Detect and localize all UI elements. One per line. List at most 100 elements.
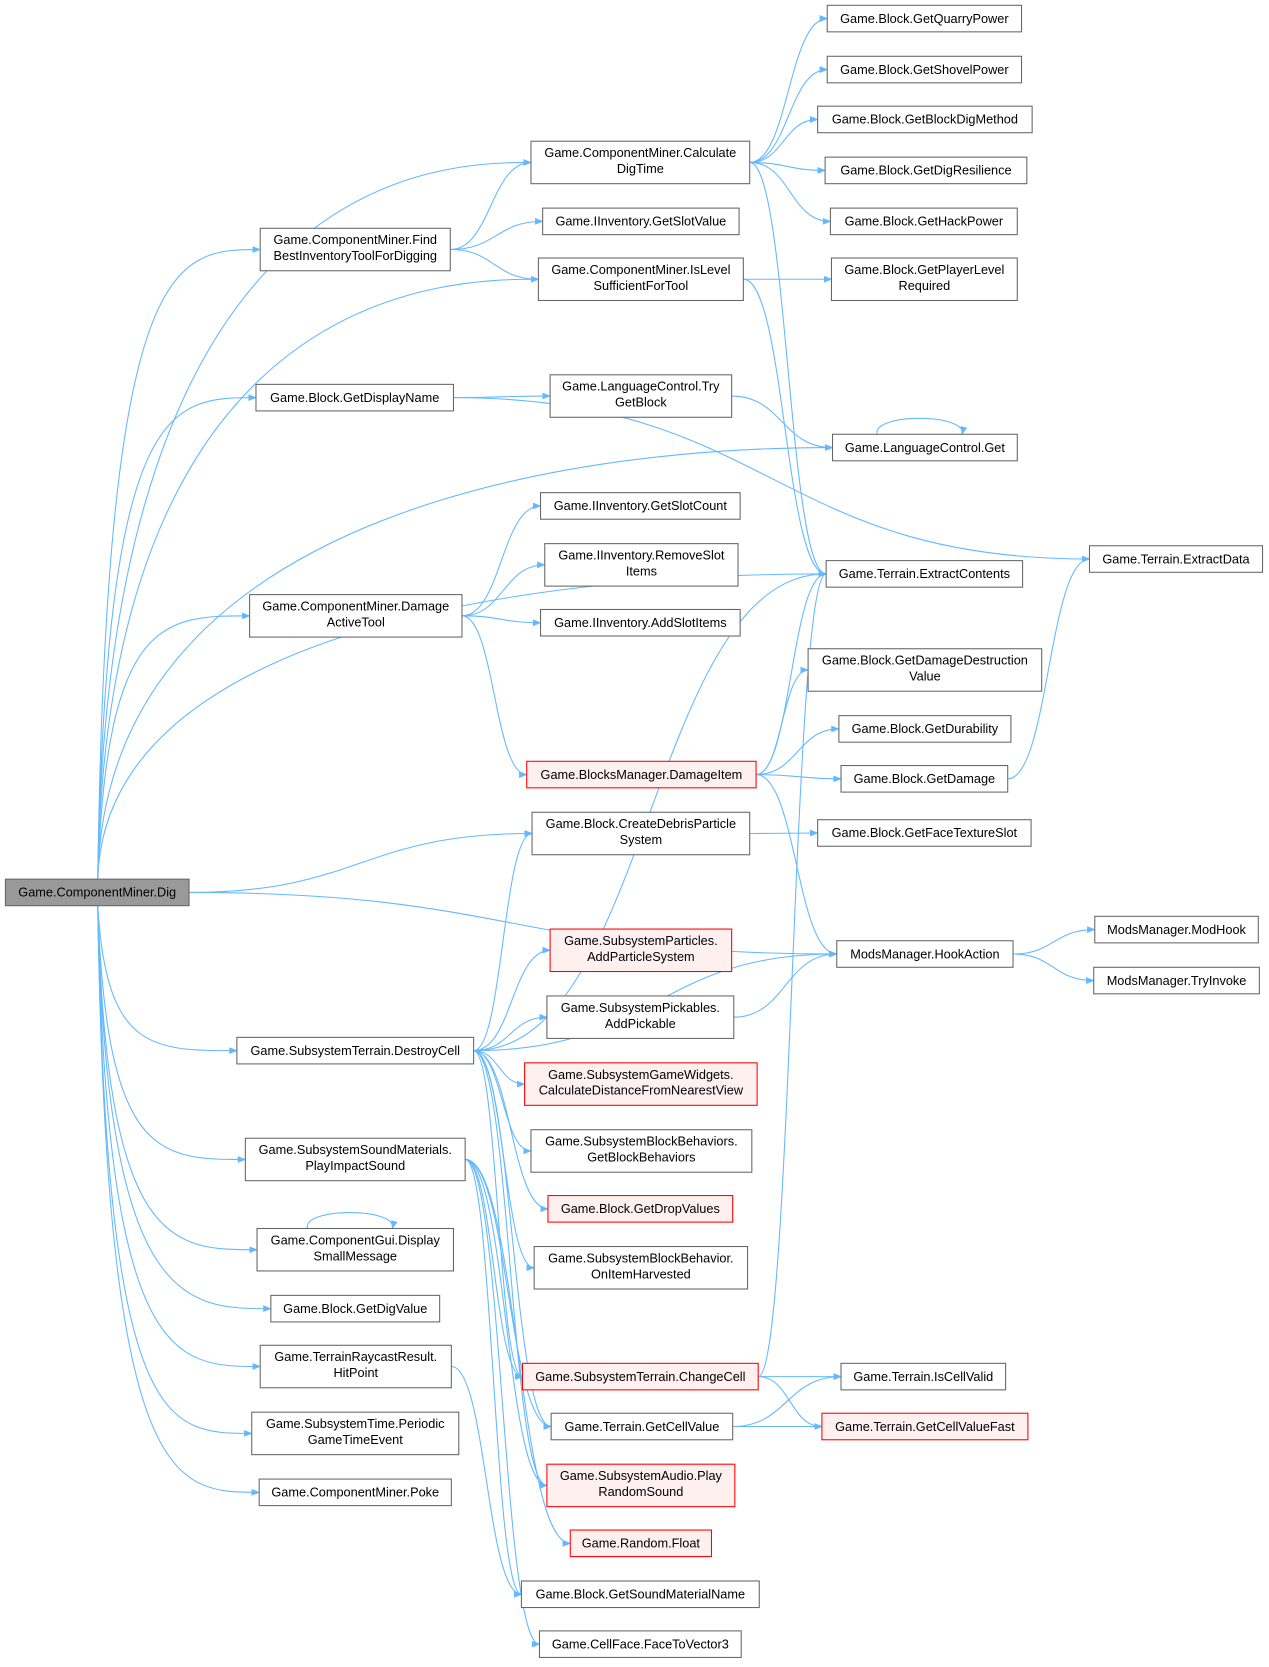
node-box xyxy=(530,140,751,185)
node-box xyxy=(817,819,1032,847)
node-game-terrain-iscellvalid[interactable]: Game.Terrain.IsCellValid xyxy=(840,1362,1007,1391)
edges-layer xyxy=(97,15,1096,1648)
node-game-block-getdisplayname[interactable]: Game.Block.GetDisplayName xyxy=(255,383,454,412)
node-game-subsystemparticles-addparticlesystem[interactable]: Game.SubsystemParticles.AddParticleSyste… xyxy=(549,928,733,973)
node-game-cellface-facetovector3[interactable]: Game.CellFace.FaceToVector3 xyxy=(538,1630,742,1658)
node-box xyxy=(831,433,1018,462)
edge-game-blocksmanager-damageitem-to-game-block-getdamagedestructionvalue xyxy=(755,666,809,776)
node-game-subsystemterrain-changecell[interactable]: Game.SubsystemTerrain.ChangeCell xyxy=(521,1362,759,1391)
node-label: Game.ComponentGui.Display xyxy=(271,1232,441,1247)
node-box xyxy=(826,4,1023,33)
node-modsmanager-hookaction[interactable]: ModsManager.HookAction xyxy=(836,940,1014,968)
node-game-block-getfacetextureslot[interactable]: Game.Block.GetFaceTextureSlot xyxy=(817,819,1032,847)
edge-game-subsystemterrain-destroycell-to-game-subsystemterrain-changecell xyxy=(473,1050,524,1380)
edge-game-componentminer-dig-to-game-componentminer-poke xyxy=(97,905,261,1496)
node-game-componentminer-findbestinventorytoolfordigging[interactable]: Game.ComponentMiner.FindBestInventoryToo… xyxy=(259,227,451,272)
node-label: ActiveTool xyxy=(327,614,385,629)
node-game-subsystemterrain-destroycell[interactable]: Game.SubsystemTerrain.DestroyCell xyxy=(236,1036,475,1065)
node-game-iinventory-getslotvalue[interactable]: Game.IInventory.GetSlotValue xyxy=(542,207,740,236)
node-box xyxy=(531,811,751,856)
node-label: Required xyxy=(899,278,951,293)
node-game-componentminer-poke[interactable]: Game.ComponentMiner.Poke xyxy=(258,1478,452,1507)
edge-game-subsystemterrain-changecell-to-game-terrain-getcellvaluefast xyxy=(758,1376,823,1430)
node-box xyxy=(244,1137,466,1182)
node-label: Game.SubsystemParticles. xyxy=(564,933,718,948)
node-game-subsystemgamewidgets-calculatedistancefromnearestview[interactable]: Game.SubsystemGameWidgets.CalculateDista… xyxy=(524,1062,758,1106)
node-game-subsystemsoundmaterials-playimpactsound[interactable]: Game.SubsystemSoundMaterials.PlayImpactS… xyxy=(244,1137,466,1182)
node-game-block-getsoundmaterialname[interactable]: Game.Block.GetSoundMaterialName xyxy=(520,1580,760,1609)
node-label: Game.LanguageControl.Try xyxy=(562,379,720,394)
edge-game-languagecontrol-get-to-game-languagecontrol-get xyxy=(876,417,968,436)
node-label: GetBlock xyxy=(615,395,667,410)
node-label: Game.Terrain.GetCellValueFast xyxy=(835,1419,1015,1434)
edge-game-componentminer-damageactivetool-to-game-iinventory-removeslotitems xyxy=(461,561,546,617)
node-game-componentminer-dig[interactable]: Game.ComponentMiner.Dig xyxy=(4,878,190,907)
node-box xyxy=(826,55,1023,84)
node-label: Game.IInventory.GetSlotValue xyxy=(555,214,726,229)
node-game-block-getblockdigmethod[interactable]: Game.Block.GetBlockDigMethod xyxy=(817,105,1033,134)
node-box xyxy=(540,608,741,637)
node-label: Game.ComponentMiner.Calculate xyxy=(544,145,736,160)
node-game-block-getdigvalue[interactable]: Game.Block.GetDigValue xyxy=(270,1294,441,1323)
edge-game-componentminer-dig-to-game-block-getdisplayname xyxy=(97,394,257,880)
node-label: Game.IInventory.RemoveSlot xyxy=(558,548,725,563)
node-game-block-gethackpower[interactable]: Game.Block.GetHackPower xyxy=(829,207,1018,236)
node-label: Game.Block.GetSoundMaterialName xyxy=(536,1587,746,1602)
node-game-languagecontrol-get[interactable]: Game.LanguageControl.Get xyxy=(831,433,1018,462)
node-game-terrain-extractcontents[interactable]: Game.Terrain.ExtractContents xyxy=(825,560,1024,588)
node-game-terrain-extractdata[interactable]: Game.Terrain.ExtractData xyxy=(1088,545,1264,573)
edge-game-blocksmanager-damageitem-to-modsmanager-hookaction xyxy=(756,774,838,958)
node-game-random-float[interactable]: Game.Random.Float xyxy=(569,1529,713,1558)
node-modsmanager-modhook[interactable]: ModsManager.ModHook xyxy=(1094,915,1259,944)
node-game-terrain-getcellvaluefast[interactable]: Game.Terrain.GetCellValueFast xyxy=(821,1412,1029,1441)
node-label: Game.Block.GetDisplayName xyxy=(270,390,439,405)
node-game-iinventory-getslotcount[interactable]: Game.IInventory.GetSlotCount xyxy=(540,492,741,520)
edge-game-componentminer-calculatedigtime-to-game-block-getquarrypower xyxy=(749,15,829,163)
node-game-block-getdropvalues[interactable]: Game.Block.GetDropValues xyxy=(547,1195,734,1223)
node-box xyxy=(236,1036,475,1065)
node-box xyxy=(256,1227,454,1272)
node-game-block-getdamage[interactable]: Game.Block.GetDamage xyxy=(840,765,1009,793)
node-label: Game.ComponentMiner.Poke xyxy=(271,1485,439,1500)
node-game-block-getdurability[interactable]: Game.Block.GetDurability xyxy=(838,715,1012,743)
node-game-componentminer-islevelsufficientfortool[interactable]: Game.ComponentMiner.IsLevelSufficientFor… xyxy=(537,257,744,302)
edge-game-subsystemterrain-destroycell-to-game-subsystemparticles-addparticlesystem xyxy=(473,946,551,1052)
node-label: BestInventoryToolForDigging xyxy=(273,248,437,263)
node-game-terrain-getcellvalue[interactable]: Game.Terrain.GetCellValue xyxy=(550,1412,734,1441)
edge-game-languagecontrol-trygetblock-to-game-languagecontrol-get xyxy=(731,395,834,451)
node-box xyxy=(840,1362,1007,1391)
node-game-block-getdigresilience[interactable]: Game.Block.GetDigResilience xyxy=(824,156,1028,185)
node-game-subsystemblockbehavior-onitemharvested[interactable]: Game.SubsystemBlockBehavior.OnItemHarves… xyxy=(533,1246,749,1290)
node-label: OnItemHarvested xyxy=(591,1266,691,1281)
edge-game-subsystemterrain-changecell-to-game-terrain-extractcontents xyxy=(757,570,828,1378)
node-label: Items xyxy=(626,563,657,578)
node-label: Game.Terrain.GetCellValue xyxy=(565,1419,720,1434)
node-label: GetBlockBehaviors xyxy=(587,1150,695,1165)
node-box xyxy=(251,1411,460,1456)
node-game-iinventory-addslotitems[interactable]: Game.IInventory.AddSlotItems xyxy=(540,608,741,637)
node-game-block-getquarrypower[interactable]: Game.Block.GetQuarryPower xyxy=(826,4,1023,33)
node-box xyxy=(836,940,1014,968)
node-game-blocksmanager-damageitem[interactable]: Game.BlocksManager.DamageItem xyxy=(526,760,757,789)
node-label: PlayImpactSound xyxy=(305,1158,405,1173)
node-game-terrainraycastresult-hitpoint[interactable]: Game.TerrainRaycastResult.HitPoint xyxy=(259,1344,452,1389)
node-label: Game.Random.Float xyxy=(582,1536,701,1551)
node-modsmanager-tryinvoke[interactable]: ModsManager.TryInvoke xyxy=(1093,966,1260,995)
node-game-subsystemblockbehaviors-getblockbehaviors[interactable]: Game.SubsystemBlockBehaviors.GetBlockBeh… xyxy=(530,1129,753,1173)
node-box xyxy=(840,765,1009,793)
node-label: Game.ComponentMiner.IsLevel xyxy=(551,262,730,277)
node-label: Game.CellFace.FaceToVector3 xyxy=(552,1636,729,1651)
node-game-subsystempickables-addpickable[interactable]: Game.SubsystemPickables.AddPickable xyxy=(546,995,735,1039)
node-game-block-getshovelpower[interactable]: Game.Block.GetShovelPower xyxy=(826,55,1023,84)
